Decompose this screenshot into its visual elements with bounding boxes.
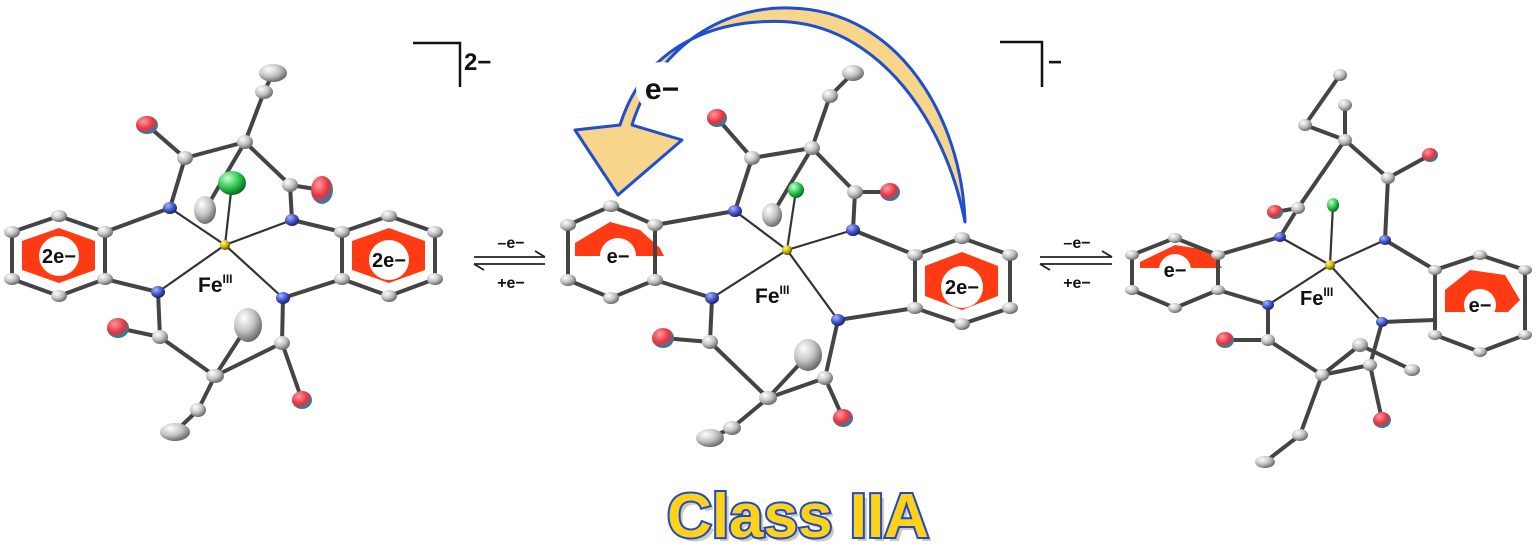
charge-label: − [1048,49,1062,76]
svg-text:2e−: 2e− [372,250,406,272]
svg-text:Class IIA: Class IIA [667,482,929,551]
equilibrium-arrow-2: –e− +e− [1039,235,1113,292]
iron-atom [220,240,230,250]
svg-text:–e−: –e− [1063,235,1090,252]
svg-text:e−: e− [1164,260,1187,282]
ring-label-left: e− [1159,254,1191,286]
metal-label: FeIII [755,283,790,308]
svg-text:Class IIA: Class IIA [671,486,933,554]
complex-neutral: e− 2e− FeIII [560,65,1018,447]
svg-text:–e−: –e− [497,235,524,252]
transfer-arrow-label: e− [645,73,679,106]
svg-text:+e−: +e− [1063,275,1091,292]
complex-monoanion: e− e− FeIII − [1000,40,1532,468]
ring-label-right: e− [1464,289,1496,321]
charge-label: 2− [464,49,491,76]
ring-label-right: 2e− [369,240,409,280]
atoms [560,65,1018,447]
ring-label-right: 2e− [941,266,983,308]
equilibrium-arrow-1: –e− +e− [473,235,546,292]
charge-bracket [1000,40,1044,87]
transfer-arrow-body [573,6,967,224]
svg-text:e−: e− [607,246,630,268]
metal-label: FeIII [1300,285,1333,310]
ring-label-left: 2e− [39,236,79,276]
svg-text:e−: e− [1469,295,1492,317]
iron-atom [782,245,792,255]
svg-text:+e−: +e− [497,275,525,292]
iron-atom [1325,260,1335,270]
complex-dianion: 2e− 2e− FeIII 2− [4,41,491,441]
classification-label: Class IIA Class IIA [665,480,933,554]
metal-label: FeIII [198,272,233,297]
electron-transfer-arrow: e− [573,6,967,224]
atoms [1125,69,1532,468]
ring-label-left: e− [600,238,636,274]
atoms [4,64,443,441]
svg-text:2e−: 2e− [945,277,979,299]
svg-text:2e−: 2e− [42,246,76,268]
charge-bracket [413,41,462,87]
